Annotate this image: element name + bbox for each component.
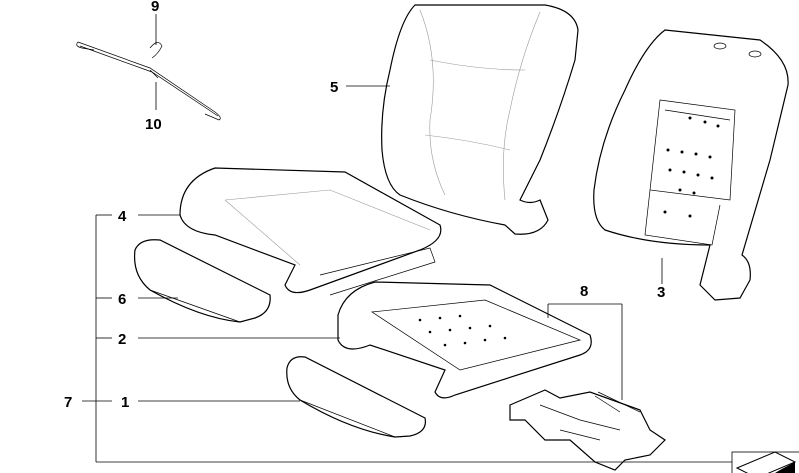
callout-9: 9 xyxy=(151,0,159,15)
diagram-corner-icon xyxy=(731,451,799,473)
callout-2: 2 xyxy=(118,331,126,348)
part-heating-mat-8 xyxy=(509,389,666,471)
part-clip-9 xyxy=(149,42,163,59)
callout-10: 10 xyxy=(145,116,162,133)
part-backrest-frame-3 xyxy=(593,29,789,301)
callout-8: 8 xyxy=(580,283,588,300)
part-seat-cover-4 xyxy=(179,167,442,296)
callout-3: 3 xyxy=(657,284,665,301)
callout-7: 7 xyxy=(64,394,72,411)
part-pad-1 xyxy=(286,356,427,438)
callout-4: 4 xyxy=(118,208,127,225)
part-seat-frame-2 xyxy=(337,281,592,399)
part-wire-10 xyxy=(76,41,221,121)
part-pad-6 xyxy=(133,239,271,323)
callout-leaders xyxy=(82,214,735,463)
callout-6: 6 xyxy=(118,291,126,308)
part-backrest-cover-5 xyxy=(381,4,579,235)
callout-5: 5 xyxy=(330,79,338,96)
callout-1: 1 xyxy=(121,394,129,411)
